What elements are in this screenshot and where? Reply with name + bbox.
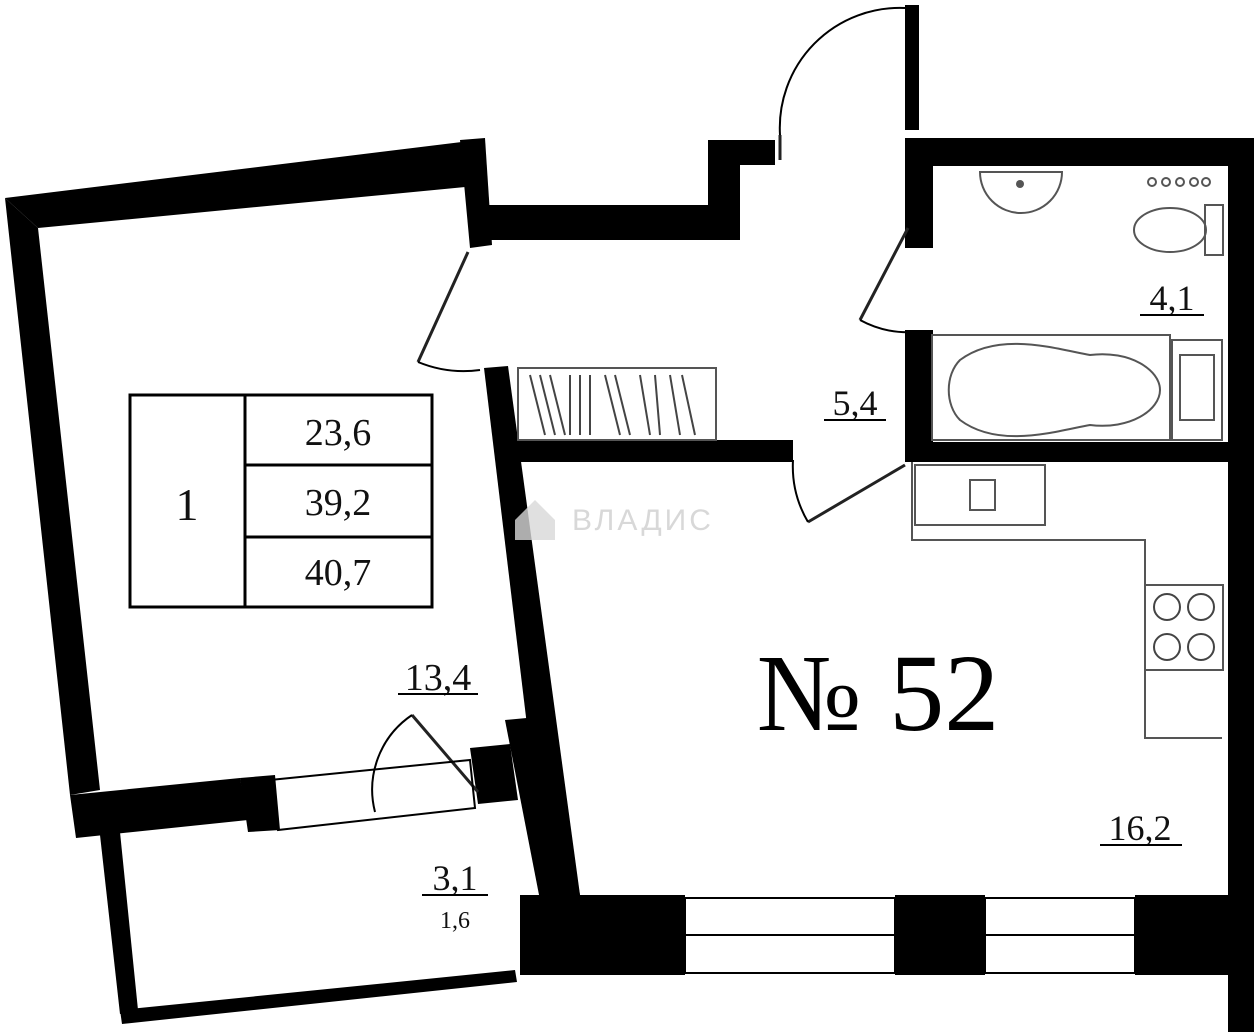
towel-rail <box>1147 177 1211 187</box>
kitchen-sink <box>914 464 1046 526</box>
sink-drain <box>1016 180 1024 188</box>
summary-total-area: 39,2 <box>305 482 372 524</box>
watermark-text: ВЛАДИС <box>572 504 714 537</box>
summary-rooms-count: 1 <box>176 479 199 530</box>
wall-left-room-bottom-b <box>240 775 280 832</box>
wall-bath-bottom <box>905 442 1254 462</box>
area-kitchen: 16,2 <box>1109 808 1172 848</box>
wall-left-room-bottom-a <box>70 778 248 838</box>
wall-left-room-top-right <box>460 138 492 248</box>
summary-living-area: 23,6 <box>305 412 372 454</box>
washing-machine <box>1171 339 1223 441</box>
wall-balcony-bottom <box>120 970 517 1024</box>
area-balcony: 3,1 <box>433 858 478 898</box>
wall-entrance-jamb <box>905 5 919 130</box>
door-living-arc <box>417 361 481 373</box>
wall-kitchen-bottom-b <box>895 895 985 975</box>
wall-left-room-top <box>5 140 486 228</box>
bathtub <box>931 334 1171 441</box>
wall-hall-kitchen <box>518 440 793 462</box>
wall-bath-left-low <box>905 330 933 460</box>
wall-center-lower <box>505 716 580 900</box>
door-kitchen-arc <box>791 459 809 523</box>
door-bath-leaf <box>858 227 910 321</box>
wall-corridor-top <box>480 140 775 240</box>
toilet-tank <box>1204 204 1224 256</box>
apartment-number: № 52 <box>757 632 999 754</box>
watermark: ВЛАДИС <box>515 500 714 540</box>
wall-kitchen-bottom-c <box>1135 895 1254 975</box>
wall-left-room-bottom-c <box>470 744 518 804</box>
door-entrance-arc <box>778 6 906 136</box>
summary-table-frame <box>128 393 434 609</box>
door-balcony-leaf <box>410 714 480 793</box>
wall-left-room-left <box>5 198 100 795</box>
room-labels: 13,4 5,4 4,1 16,2 3,1 1,6 <box>398 278 1204 934</box>
door-bath-arc <box>859 319 916 334</box>
toilet-bowl <box>1133 207 1207 253</box>
wall-bath-left <box>905 138 933 248</box>
wall-kitchen-bottom-a <box>520 895 685 975</box>
doors <box>268 6 916 832</box>
balcony-opening <box>268 758 477 832</box>
wall-balcony-left <box>100 832 138 1014</box>
area-living-room: 13,4 <box>405 657 472 699</box>
summary-total-area-with-balcony: 40,7 <box>305 552 372 594</box>
area-balcony-reduced: 1,6 <box>440 908 470 934</box>
wall-right-outer <box>1228 138 1254 1032</box>
bathtub-inner <box>947 342 1162 438</box>
wardrobe-hangers <box>529 374 696 436</box>
cooktop <box>1144 584 1224 671</box>
door-balcony-arc <box>371 714 413 813</box>
wardrobe <box>517 367 717 441</box>
door-living-leaf <box>416 251 470 363</box>
watermark-logo-icon <box>515 500 555 540</box>
area-hallway: 5,4 <box>833 383 878 423</box>
wall-bath-top <box>918 138 1254 166</box>
summary-table: 1 23,6 39,2 40,7 <box>128 393 434 609</box>
walls <box>5 5 1254 1032</box>
kitchen-counter <box>911 462 1222 739</box>
fixtures <box>517 171 1224 739</box>
area-bathroom: 4,1 <box>1150 278 1195 318</box>
bath-sink <box>978 171 1064 214</box>
cooktop-burners <box>1153 593 1215 661</box>
door-kitchen-leaf <box>807 463 906 524</box>
